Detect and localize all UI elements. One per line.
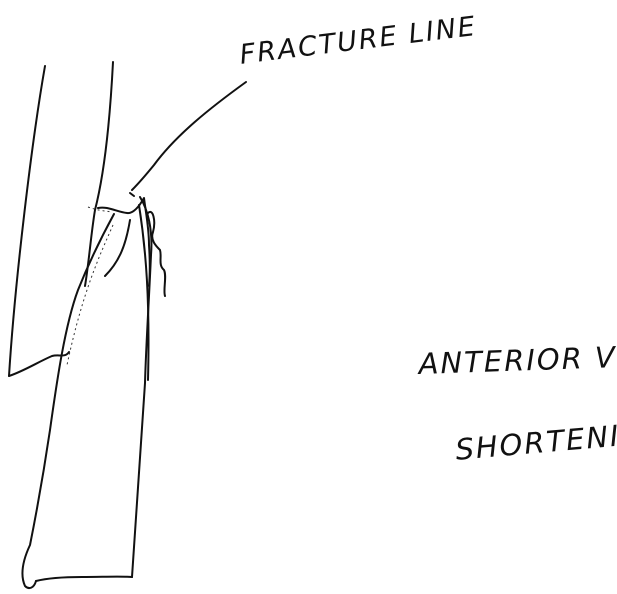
cortex-inner-line	[105, 220, 130, 276]
fracture-jagged-edge	[98, 198, 150, 286]
fracture-pointer-line	[132, 82, 246, 190]
lower-bone-left-edge	[23, 214, 114, 588]
upper-bone-left-edge	[9, 66, 45, 376]
fracture-pointer-tip	[130, 193, 134, 196]
lower-bone-bottom-edge	[36, 577, 132, 581]
upper-bone-right-edge	[85, 62, 113, 286]
